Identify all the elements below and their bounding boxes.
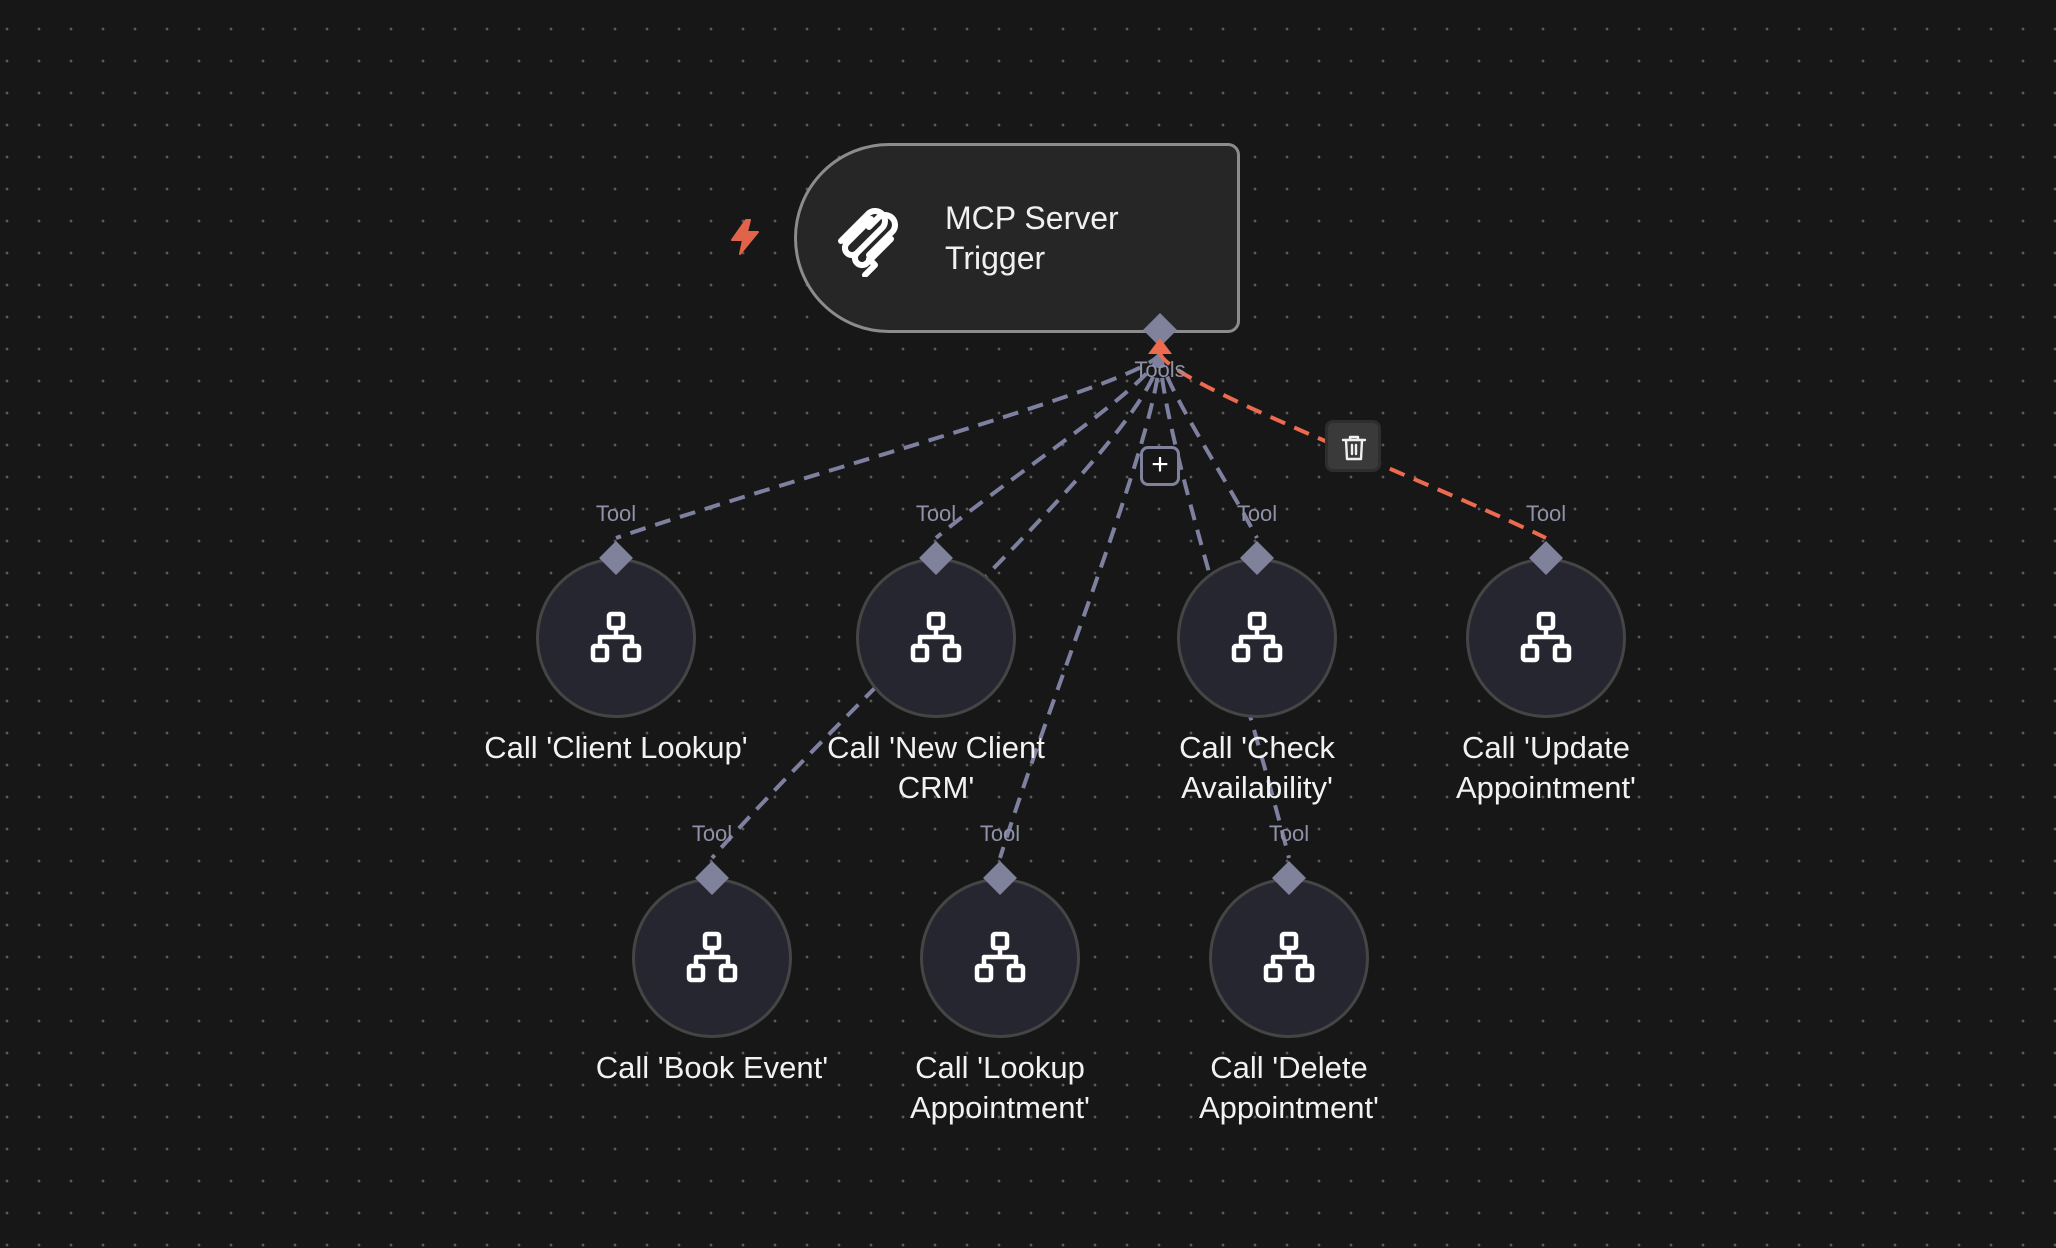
- sitemap-icon: [1520, 611, 1572, 663]
- tool-node-lookup-appointment[interactable]: [920, 878, 1080, 1038]
- tool-handle-label: Tool: [1268, 821, 1310, 846]
- sitemap-icon: [974, 931, 1026, 983]
- tool-node-new-client-crm[interactable]: [856, 558, 1016, 718]
- tool-node-label: Call 'Lookup Appointment': [910, 1050, 1090, 1125]
- tool-node-update-appointment[interactable]: [1466, 558, 1626, 718]
- tool-handle-label: Tool: [691, 821, 733, 846]
- tool-handle-label: Tool: [979, 821, 1021, 846]
- lightning-bolt-icon: [728, 218, 762, 256]
- sitemap-icon: [686, 931, 738, 983]
- tool-handle-label: Tool: [1525, 501, 1567, 526]
- tool-node-label: Call 'Book Event': [595, 1050, 829, 1085]
- sitemap-icon: [910, 611, 962, 663]
- tool-node-label: Call 'New Client CRM': [827, 730, 1045, 805]
- tool-node-delete-appointment[interactable]: [1209, 878, 1369, 1038]
- tool-handle-label: Tool: [915, 501, 957, 526]
- sitemap-icon: [590, 611, 642, 663]
- edge-new-client-crm[interactable]: [934, 351, 1162, 540]
- tool-node-label: Call 'Client Lookup': [484, 730, 748, 765]
- tools-handle-label: Tools: [1134, 357, 1186, 382]
- tool-node-label: Call 'Check Availability': [1179, 730, 1335, 805]
- sitemap-icon: [1263, 931, 1315, 983]
- trigger-title: MCP Server Trigger: [945, 200, 1119, 276]
- tool-node-label: Call 'Update Appointment': [1456, 730, 1636, 805]
- tool-handle-label: Tool: [1236, 501, 1278, 526]
- tool-node-book-event[interactable]: [632, 878, 792, 1038]
- trash-icon: [1341, 435, 1367, 461]
- sitemap-icon: [1231, 611, 1283, 663]
- tool-node-label: Call 'Delete Appointment': [1199, 1050, 1379, 1125]
- output-arrow-icon: [1148, 338, 1172, 354]
- mcp-server-trigger-node[interactable]: MCP Server Trigger: [794, 143, 1240, 333]
- delete-connection-button[interactable]: [1325, 420, 1381, 472]
- tool-node-check-availability[interactable]: [1177, 558, 1337, 718]
- add-tool-button[interactable]: +: [1140, 446, 1180, 486]
- mcp-icon: [835, 201, 911, 278]
- edge-client-lookup[interactable]: [615, 351, 1162, 540]
- tool-node-client-lookup[interactable]: [536, 558, 696, 718]
- tool-handle-label: Tool: [595, 501, 637, 526]
- plus-icon: +: [1151, 448, 1169, 481]
